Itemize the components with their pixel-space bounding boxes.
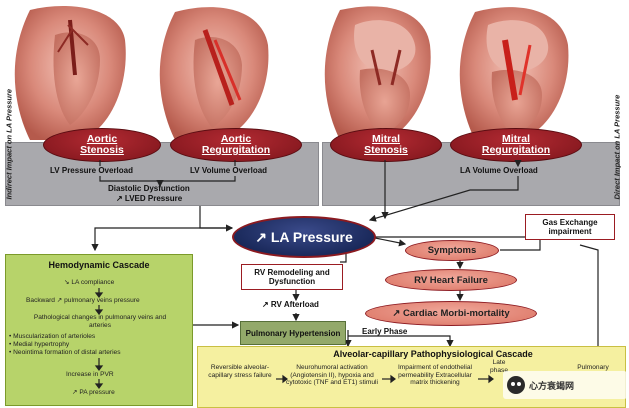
- hemo-item-muscularization: • Muscularization of arterioles: [9, 333, 96, 340]
- hemodynamic-arrows: [94, 288, 104, 389]
- hemo-item-pa-pressure: ↗ PA pressure: [72, 389, 115, 396]
- heart-icon-aortic-regurgitation: [159, 7, 269, 140]
- lv-pressure-overload: LV Pressure Overload: [50, 166, 133, 175]
- heart-illustrations: [14, 5, 569, 140]
- rv-heart-failure-label: RV Heart Failure: [414, 274, 488, 286]
- lved-pressure: ↗ LVED Pressure: [116, 194, 183, 203]
- rv-remodeling-label: RV Remodeling and Dysfunction: [254, 267, 330, 287]
- hemodynamic-title: Hemodynamic Cascade: [48, 260, 150, 270]
- la-volume-overload: LA Volume Overload: [460, 166, 538, 175]
- hemo-item-medial-hypertrophy: • Medial hypertrophy: [9, 341, 70, 348]
- early-phase-label: Early Phase: [362, 327, 408, 336]
- hemo-item-increase-pvr: Increase in PVR: [66, 371, 114, 378]
- aortic-regurgitation-oval: Aortic Regurgitation: [170, 128, 302, 162]
- alveolar-step-pulmonary: Pulmonary: [577, 364, 609, 371]
- wechat-icon: [507, 376, 525, 394]
- hemodynamic-panel: Hemodynamic Cascade ↘ LA compliance Back…: [5, 254, 193, 406]
- rv-heart-failure-oval: RV Heart Failure: [385, 269, 517, 291]
- aortic-regurgitation-label: Aortic Regurgitation: [201, 133, 271, 156]
- hemo-item-neointima: • Neointima formation of distal arteries: [9, 349, 121, 356]
- watermark-text: 心方衰竭网: [529, 380, 575, 391]
- symptoms-oval: Symptoms: [405, 240, 499, 261]
- alveolar-step-neurohumoral: Neurohumoral activation (Angiotensin II)…: [286, 364, 378, 387]
- symptoms-label: Symptoms: [427, 245, 477, 256]
- la-pressure-oval: ↗ LA Pressure: [232, 216, 376, 258]
- aortic-stenosis-label: Aortic Stenosis: [80, 133, 124, 156]
- alveolar-step-late-phase: Late phase: [490, 359, 508, 374]
- aortic-panel: [5, 142, 319, 206]
- rv-afterload: ↗ RV Afterload: [262, 300, 319, 309]
- lv-volume-overload: LV Volume Overload: [190, 166, 268, 175]
- alveolar-step-endothelial: Impairment of endothelial permeability E…: [397, 364, 473, 387]
- gas-exchange-label: Gas Exchange impairment: [542, 217, 598, 237]
- la-pressure-label: ↗ LA Pressure: [255, 228, 353, 245]
- hemo-item-backward-pressure: Backward ↗ pulmonary veins pressure: [26, 297, 140, 304]
- alveolar-step-stress-failure: Reversible alveolar-capillary stress fai…: [208, 364, 272, 379]
- pulmonary-hypertension-label: Pulmonary Hypertension: [245, 328, 341, 338]
- pulmonary-hypertension-box: Pulmonary Hypertension: [240, 321, 346, 345]
- hemo-item-la-compliance: ↘ LA compliance: [64, 279, 115, 286]
- diastolic-dysfunction: Diastolic Dysfunction: [108, 184, 190, 193]
- alveolar-title: Alveolar-capillary Pathophysiological Ca…: [333, 349, 533, 359]
- cardiac-morbi-oval: ↗ Cardiac Morbi-mortality: [365, 301, 537, 326]
- alveolar-arrows: [276, 374, 494, 384]
- mitral-stenosis-label: Mitral Stenosis: [364, 133, 408, 156]
- gas-exchange-box: Gas Exchange impairment: [525, 214, 615, 240]
- rv-remodeling-box: RV Remodeling and Dysfunction: [241, 264, 343, 290]
- watermark: 心方衰竭网: [503, 371, 627, 399]
- heart-icon-aortic-stenosis: [14, 5, 126, 140]
- heart-icon-mitral-stenosis: [324, 6, 431, 140]
- heart-icon-mitral-regurgitation: [459, 7, 569, 140]
- aortic-stenosis-oval: Aortic Stenosis: [43, 128, 161, 162]
- mitral-regurgitation-label: Mitral Regurgitation: [481, 133, 551, 156]
- mitral-regurgitation-oval: Mitral Regurgitation: [450, 128, 582, 162]
- cardiac-morbi-label: ↗ Cardiac Morbi-mortality: [392, 308, 510, 319]
- mitral-stenosis-oval: Mitral Stenosis: [330, 128, 442, 162]
- hemo-item-pathological-changes: Pathological changes in pulmonary veins …: [33, 314, 167, 329]
